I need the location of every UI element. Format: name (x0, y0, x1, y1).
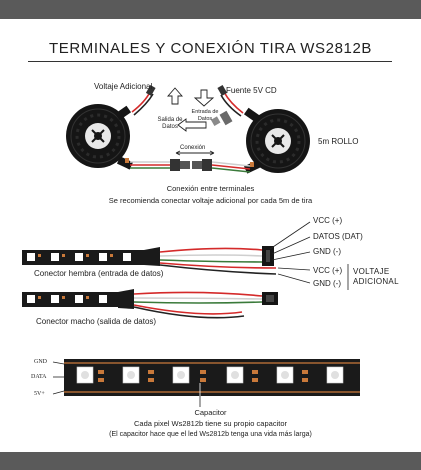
label-salida-datos: Salida de Datos (152, 117, 188, 130)
voltaje-line1: VOLTAJE (353, 267, 390, 276)
left-extra-voltage-wires (131, 85, 156, 116)
label-entrada-datos: Entrada de Datos (188, 109, 222, 122)
top-caption-2: Se recomienda conectar voltaje adicional… (108, 196, 313, 205)
female-strip (22, 246, 277, 275)
double-arrow-icon (175, 150, 215, 156)
label-datos: DATOS (DAT) (313, 232, 363, 241)
salida-line1: Salida de (157, 117, 183, 123)
arrow-left-icon (177, 118, 207, 132)
label-rollo: 5m ROLLO (318, 137, 359, 146)
label-pin-data: DATA (31, 374, 47, 380)
label-conector-macho: Conector macho (salida de datos) (36, 317, 157, 326)
arrow-down-icon (193, 89, 215, 107)
entrada-line1: Entrada de (191, 109, 219, 115)
label-conector-hembra: Conector hembra (entrada de datos) (34, 269, 164, 278)
left-reel (66, 104, 134, 170)
male-strip (22, 289, 278, 319)
bottom-strip (52, 359, 360, 407)
connection-cable (130, 159, 251, 173)
top-caption-1: Conexión entre terminales (166, 184, 255, 193)
arrow-up-icon (167, 87, 183, 105)
label-capacitor: Capacitor (194, 408, 227, 417)
label-voltaje-adicional: Voltaje Adicional (94, 82, 153, 91)
label-conexion: Conexión (180, 145, 206, 151)
label-pin-gnd: GND (34, 359, 47, 365)
label-gnd-top: GND (-) (313, 247, 341, 256)
page-title: TERMINALES Y CONEXIÓN TIRA WS2812B (49, 40, 372, 57)
top-bar (0, 0, 421, 19)
bottom-caption-1: Cada pixel Ws2812b tiene su propio capac… (133, 419, 287, 428)
bottom-caption-2: (El capacitor hace que el led Ws2812b te… (109, 431, 312, 438)
label-pin-5v: 5V+ (34, 391, 45, 397)
voltaje-line2: ADICIONAL (353, 277, 399, 286)
label-vcc-top: VCC (+) (313, 216, 343, 225)
right-power-wires (210, 85, 244, 126)
salida-line2: Datos (162, 124, 178, 130)
label-vcc-bottom: VCC (+) (313, 266, 343, 275)
entrada-line2: Datos (197, 115, 213, 122)
label-voltaje-adicional-right: VOLTAJE ADICIONAL (353, 267, 399, 287)
middle-leader-lines (269, 221, 349, 290)
bottom-bar (0, 452, 421, 470)
title-underline (28, 61, 392, 62)
label-fuente: Fuente 5V CD (226, 86, 277, 95)
label-gnd-bottom: GND (-) (313, 279, 341, 288)
right-reel (243, 107, 310, 174)
